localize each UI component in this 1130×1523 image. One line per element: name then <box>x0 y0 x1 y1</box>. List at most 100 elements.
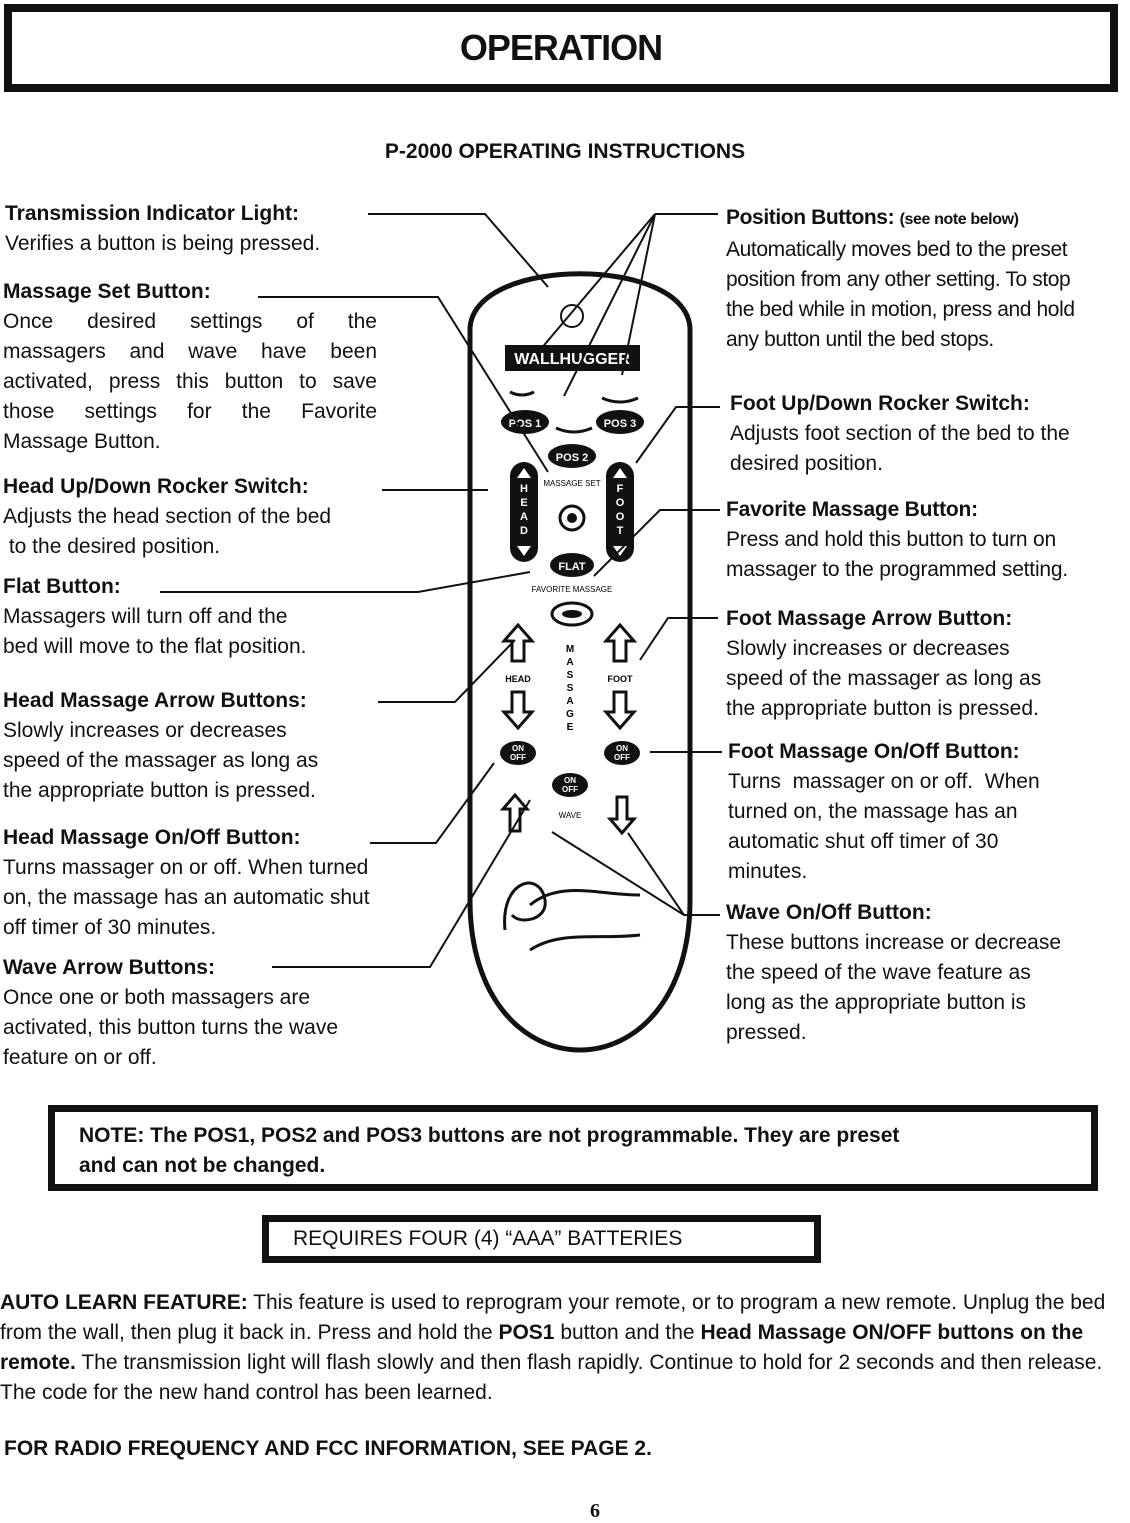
foot-rocker-switch: F O O T <box>606 462 634 562</box>
svg-text:ON: ON <box>564 776 576 785</box>
callout-heading: Favorite Massage Button: <box>726 498 978 521</box>
fcc-notice: FOR RADIO FREQUENCY AND FCC INFORMATION,… <box>4 1437 652 1460</box>
svg-text:ON: ON <box>512 744 524 753</box>
callout-heading: Wave On/Off Button: <box>726 901 932 924</box>
leader-head-onoff <box>370 762 495 844</box>
callout-heading: Transmission Indicator Light: <box>5 202 300 225</box>
leader-lines <box>160 213 722 968</box>
leader-position-b <box>563 213 656 397</box>
brand-logo: WALLHUGGER <box>514 351 630 368</box>
foot-massage-down-arrow <box>602 690 638 731</box>
svg-text:S: S <box>567 683 574 694</box>
callout-text: Slowly increases or decreases <box>3 719 287 742</box>
head-massage-down-arrow <box>500 690 536 731</box>
page-title: OPERATION <box>459 27 663 68</box>
callout-heading: Head Massage On/Off Button: <box>3 826 301 849</box>
favorite-massage-label: FAVORITE MASSAGE <box>532 585 613 594</box>
note-box: NOTE: The POS1, POS2 and POS3 buttons ar… <box>48 1105 1098 1191</box>
callout-text: Press and hold this button to turn on <box>726 528 1056 551</box>
pos1-button: POS 1 <box>501 410 549 434</box>
callout-position: Position Buttons: (see note below) Autom… <box>726 203 1130 355</box>
callout-wave-arrow: Wave Arrow Buttons: Once one or both mas… <box>3 953 393 1073</box>
remote-body <box>467 271 693 1053</box>
callout-massage-set: Massage Set Button: Once desired setting… <box>3 277 377 457</box>
callout-text: turned on, the massage has an <box>728 800 1018 823</box>
callout-text: Slowly increases or decreases <box>726 637 1010 660</box>
svg-text:A: A <box>566 696 573 707</box>
wave-up-arrow <box>499 792 531 833</box>
callout-heading: Massage Set Button: <box>3 280 211 303</box>
callout-text: massagers and wave have been <box>3 340 377 363</box>
callout-heading: Foot Massage Arrow Button: <box>726 607 1013 630</box>
pos1-label: POS 1 <box>509 418 541 430</box>
callout-text: Automatically moves bed to the preset <box>726 238 1068 261</box>
callout-text: Once desired settings of the <box>3 310 377 333</box>
svg-text:OFF: OFF <box>510 753 526 762</box>
leader-foot-arrow <box>639 617 718 661</box>
callout-heading: Wave Arrow Buttons: <box>3 956 215 979</box>
svg-text:M: M <box>566 644 574 655</box>
remote-diagram: WALLHUGGER POS 1 POS 3 POS 2 H E A D F O… <box>160 213 722 1053</box>
head-massage-up-arrow <box>500 622 536 663</box>
callout-heading: Foot Up/Down Rocker Switch: <box>730 392 1030 415</box>
callout-text: automatic shut off timer of 30 <box>728 830 999 853</box>
leader-head-arrow <box>378 639 516 703</box>
auto-learn-text: The transmission light will flash slowly… <box>0 1351 1103 1404</box>
callout-text: Adjusts foot section of the bed to the <box>730 422 1070 445</box>
note-line: NOTE: The POS1, POS2 and POS3 buttons ar… <box>79 1124 900 1147</box>
transmission-light <box>560 304 584 328</box>
leader-position-a <box>539 213 656 351</box>
leader-favorite <box>593 509 720 577</box>
callout-wave-onoff: Wave On/Off Button: These buttons increa… <box>726 898 1126 1048</box>
callout-text: desired position. <box>730 452 883 475</box>
flat-button: FLAT <box>550 553 594 577</box>
svg-text:ON: ON <box>616 744 628 753</box>
callout-text: feature on or off. <box>3 1046 157 1069</box>
callout-head-rocker: Head Up/Down Rocker Switch: Adjusts the … <box>3 472 383 562</box>
callout-text: Adjusts the head section of the bed <box>3 505 332 528</box>
svg-text:OFF: OFF <box>562 785 578 794</box>
leader-flat <box>160 571 531 593</box>
callout-text: massager to the programmed setting. <box>726 558 1069 581</box>
svg-text:A: A <box>520 511 528 523</box>
svg-text:S: S <box>567 670 574 681</box>
callout-text: the speed of the wave feature as <box>726 961 1031 984</box>
callout-text: on, the massage has an automatic shut <box>3 886 370 909</box>
flat-label: FLAT <box>558 561 586 573</box>
callout-text: any button until the bed stops. <box>726 328 994 351</box>
callout-text: speed of the massager as long as <box>3 749 319 772</box>
platinum-series-logo <box>503 881 641 952</box>
battery-text: REQUIRES FOUR (4) “AAA” BATTERIES <box>293 1227 683 1250</box>
svg-text:G: G <box>566 709 574 720</box>
svg-text:A: A <box>566 657 573 668</box>
callout-heading: Position Buttons: <box>726 206 895 229</box>
svg-text:T: T <box>617 525 624 537</box>
callout-text: those settings for the Favorite <box>3 400 377 423</box>
bed-icon <box>601 396 639 404</box>
massage-set-button <box>558 504 586 532</box>
pos3-button: POS 3 <box>596 410 644 434</box>
callout-text: pressed. <box>726 1021 807 1044</box>
page-number: 6 <box>590 1500 600 1522</box>
svg-text:D: D <box>520 525 528 537</box>
callout-text: the appropriate button is pressed. <box>3 779 316 802</box>
callout-heading: Foot Massage On/Off Button: <box>728 740 1020 763</box>
auto-learn-text: button and the <box>554 1321 701 1344</box>
callout-text: position from any other setting. To stop <box>726 268 1071 291</box>
pos2-label: POS 2 <box>556 452 588 464</box>
callout-head-arrow: Head Massage Arrow Buttons: Slowly incre… <box>3 686 375 806</box>
callout-note: (see note below) <box>899 211 1019 228</box>
brand-logo-bg <box>505 345 640 371</box>
callout-head-onoff: Head Massage On/Off Button: Turns massag… <box>3 823 418 943</box>
auto-learn-bold: Head Massage ON/OFF buttons on the remot… <box>0 1321 1084 1374</box>
head-label: HEAD <box>505 674 531 684</box>
leader-massage-set <box>258 296 549 473</box>
note-line: and can not be changed. <box>79 1154 326 1177</box>
pos3-label: POS 3 <box>604 418 636 430</box>
callout-foot-rocker: Foot Up/Down Rocker Switch: Adjusts foot… <box>730 389 1125 479</box>
svg-text:OFF: OFF <box>614 753 630 762</box>
callout-text: minutes. <box>728 860 808 883</box>
auto-learn-paragraph: AUTO LEARN FEATURE: This feature is used… <box>0 1288 1128 1408</box>
